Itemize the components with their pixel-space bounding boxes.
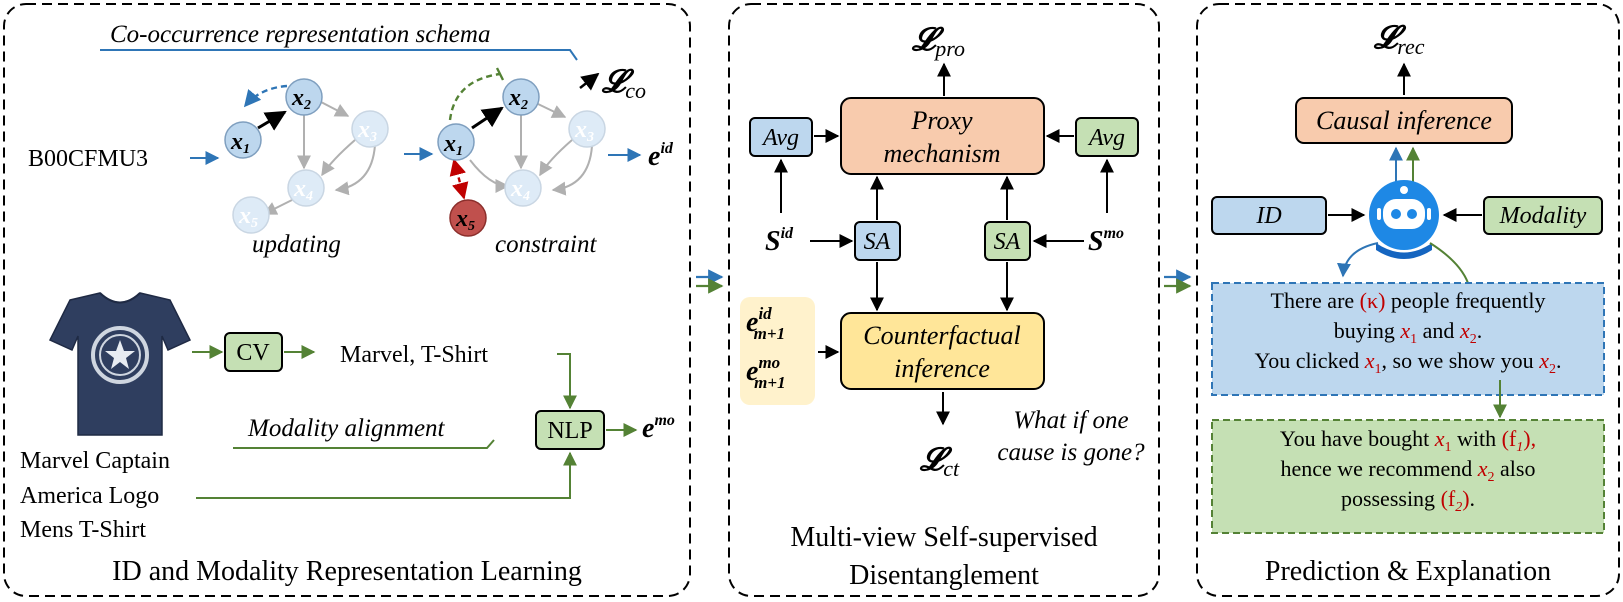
explanation-box-2 — [1211, 419, 1605, 534]
svg-text:x4: x4 — [510, 176, 530, 204]
proxy-line-1: Proxy — [910, 106, 973, 135]
node-x1 — [224, 121, 262, 159]
expl1-line-2: buying x1 and x2. — [1334, 318, 1482, 347]
sa-box-left — [854, 221, 901, 261]
expl2-line-3: possessing (f2). — [1341, 486, 1475, 515]
question-line-2: cause is gone? — [997, 439, 1145, 466]
avg-box-right — [1075, 117, 1139, 157]
panel-middle-title-1: Multi-view Self-supervised — [790, 522, 1097, 553]
question-line-1: What if one — [1013, 407, 1128, 434]
sa-label-right: SA — [994, 229, 1021, 255]
svg-text:x3: x3 — [574, 117, 594, 145]
panel-left: Co-occurrence representation schema B00C… — [20, 21, 675, 587]
product-line-2: America Logo — [20, 483, 159, 509]
id-label: ID — [1255, 203, 1281, 229]
svg-text:x2: x2 — [291, 85, 311, 113]
node-x5 — [232, 196, 270, 234]
loss-co: 𝓛co — [601, 63, 646, 103]
cv-box — [224, 332, 283, 372]
node-c-x2 — [502, 78, 540, 116]
cv-label: CV — [236, 340, 270, 366]
graph-constraint: x1 x2 x3 x4 x5 — [437, 67, 606, 237]
svg-text:x2: x2 — [508, 85, 528, 113]
panel-left-title: ID and Modality Representation Learning — [112, 556, 582, 587]
avg-label-right: Avg — [1087, 125, 1125, 151]
input-id-text: B00CFMU3 — [28, 146, 148, 172]
s-id: Sid — [765, 225, 794, 257]
panel-middle-title-2: Disentanglement — [849, 560, 1039, 591]
robot-icon — [1369, 180, 1439, 259]
node-x2 — [285, 78, 323, 116]
causal-label: Causal inference — [1316, 106, 1492, 135]
node-x3 — [351, 110, 389, 148]
panel-middle-border — [728, 3, 1160, 597]
cf-line-1: Counterfactual — [863, 321, 1020, 350]
text-to-nlp-arrow — [196, 451, 577, 499]
expl2-line-1: You have bought x1 with (f1), — [1280, 426, 1536, 455]
id-box — [1211, 196, 1327, 235]
expl1-line-1: There are (κ) people frequently — [1271, 288, 1546, 313]
loss-rec: 𝓛rec — [1373, 19, 1425, 59]
svg-text:x5: x5 — [455, 206, 475, 234]
node-c-x3 — [568, 110, 606, 148]
e-m1-box — [740, 297, 815, 405]
expl2-line-2: hence we recommend x2 also — [1280, 456, 1535, 485]
svg-text:x4: x4 — [293, 176, 313, 204]
product-line-1: Marvel Captain — [20, 448, 170, 474]
avg-box-left — [749, 117, 813, 157]
alignment-underline — [233, 439, 495, 449]
sa-box-right — [984, 221, 1031, 261]
panel-transition-arrow-1 — [696, 269, 724, 294]
svg-text:x1: x1 — [443, 131, 463, 159]
node-c-x4 — [504, 169, 542, 207]
panel-left-border — [3, 3, 691, 597]
modality-box — [1483, 196, 1603, 235]
causal-box — [1295, 97, 1513, 144]
proxy-box — [840, 97, 1045, 175]
panel-right-title: Prediction & Explanation — [1265, 556, 1551, 587]
svg-text:x5: x5 — [238, 203, 258, 231]
panel-right: 𝓛rec Causal inference ID Modality There … — [1211, 19, 1605, 587]
nlp-box — [535, 410, 605, 450]
explanation-box-1 — [1211, 282, 1605, 396]
s-mo: Smo — [1088, 225, 1124, 257]
tshirt-image — [48, 292, 192, 436]
loss-pro: 𝓛pro — [911, 21, 965, 61]
panel-right-border — [1196, 3, 1620, 597]
cv-to-nlp-arrow — [557, 353, 577, 410]
sa-label-left: SA — [864, 229, 891, 255]
svg-text:x3: x3 — [357, 117, 377, 145]
counterfactual-box — [840, 312, 1045, 390]
panel-transition-arrow-2 — [1164, 269, 1192, 294]
cf-line-2: inference — [894, 354, 990, 383]
schema-title: Co-occurrence representation schema — [110, 21, 490, 48]
out-e-id: eid — [648, 140, 674, 172]
proxy-line-2: mechanism — [884, 139, 1001, 168]
cv-output-text: Marvel, T-Shirt — [340, 342, 488, 368]
graph-updating: x1 x2 x3 x4 x5 — [224, 78, 389, 234]
out-e-mo: emo — [642, 412, 675, 444]
svg-text:x1: x1 — [230, 129, 250, 157]
modality-label: Modality — [1499, 203, 1587, 229]
constraint-label: constraint — [495, 231, 597, 258]
avg-label-left: Avg — [761, 125, 799, 151]
node-c-x1 — [437, 123, 475, 161]
panel-middle: 𝓛pro Proxy mechanism Avg Avg Sid SA SA S… — [740, 21, 1145, 591]
updating-label: updating — [252, 231, 341, 258]
loss-ct: 𝓛ct — [919, 441, 960, 481]
node-c-x5 — [449, 199, 487, 237]
node-x4 — [287, 169, 325, 207]
schema-underline — [100, 49, 578, 61]
nlp-label: NLP — [547, 418, 592, 444]
expl1-line-3: You clicked x1, so we show you x2. — [1255, 348, 1562, 377]
product-line-3: Mens T-Shirt — [20, 517, 146, 543]
alignment-label: Modality alignment — [247, 415, 446, 442]
